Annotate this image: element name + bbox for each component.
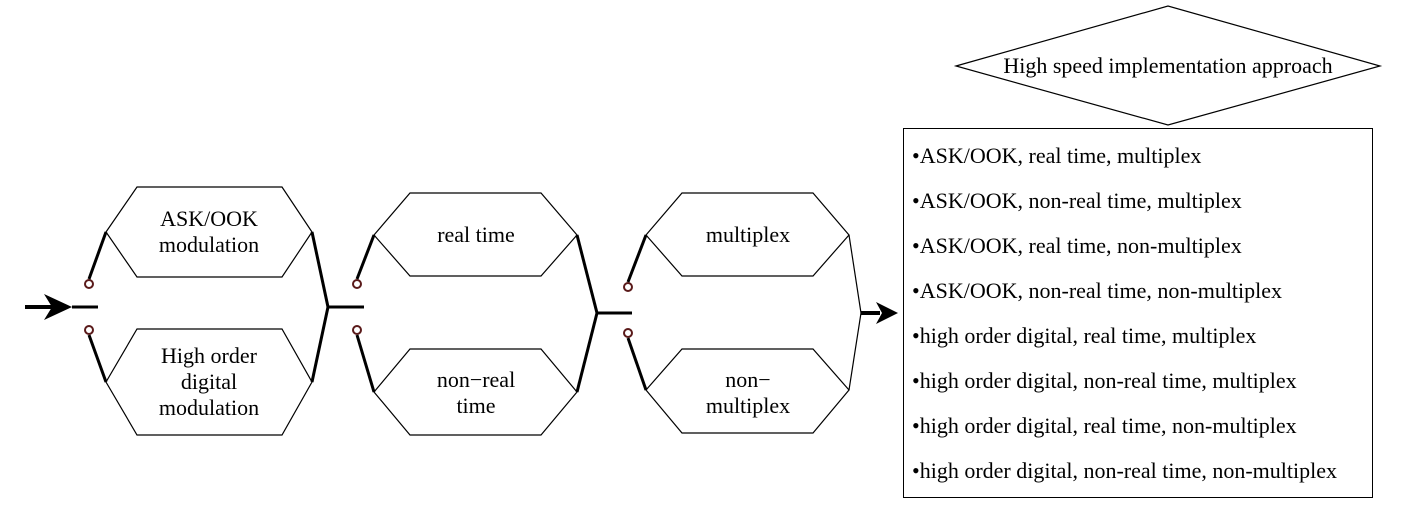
- stage3-contact-bottom: [623, 328, 633, 338]
- stage1-merge: [310, 231, 364, 383]
- stage2-switch: [352, 234, 376, 393]
- result-item: •high order digital, real time, non-mult…: [912, 413, 1297, 438]
- results-box: •ASK/OOK, real time, multiplex •ASK/OOK,…: [903, 128, 1373, 498]
- output-arrow: [861, 302, 898, 324]
- title-diamond: [953, 5, 1383, 126]
- result-item: •ASK/OOK, real time, multiplex: [912, 143, 1202, 168]
- stage2-label-top: real time: [437, 222, 515, 247]
- stage3-label-top: multiplex: [705, 222, 791, 247]
- stage3-label-bottom: non− multiplex: [705, 367, 791, 418]
- stage2-label-bottom: non−real time: [436, 367, 516, 418]
- stage1-switch: [84, 231, 108, 383]
- stage1-label-top: ASK/OOK modulation: [158, 206, 260, 257]
- stage3-switch: [623, 234, 648, 391]
- stage3-contact-top: [623, 282, 633, 292]
- result-item: •high order digital, real time, multiple…: [912, 323, 1257, 348]
- stage2-contact-bottom: [352, 325, 362, 335]
- result-item: •ASK/OOK, non-real time, non-multiplex: [912, 278, 1283, 303]
- input-arrow: [25, 294, 98, 320]
- result-item: •high order digital, non-real time, non-…: [912, 458, 1337, 483]
- stage2-contact-top: [352, 279, 362, 289]
- stage3-merge: [848, 234, 862, 391]
- stage2-merge: [575, 234, 632, 393]
- result-item: •high order digital, non-real time, mult…: [912, 368, 1297, 393]
- title-label: High speed implementation approach: [1003, 53, 1333, 78]
- result-item: •ASK/OOK, non-real time, multiplex: [912, 188, 1242, 213]
- result-item: •ASK/OOK, real time, non-multiplex: [912, 233, 1242, 258]
- stage1-contact-top: [84, 279, 94, 289]
- stage1-contact-bottom: [84, 325, 94, 335]
- stage1-label-bottom: High order digital modulation: [158, 343, 260, 420]
